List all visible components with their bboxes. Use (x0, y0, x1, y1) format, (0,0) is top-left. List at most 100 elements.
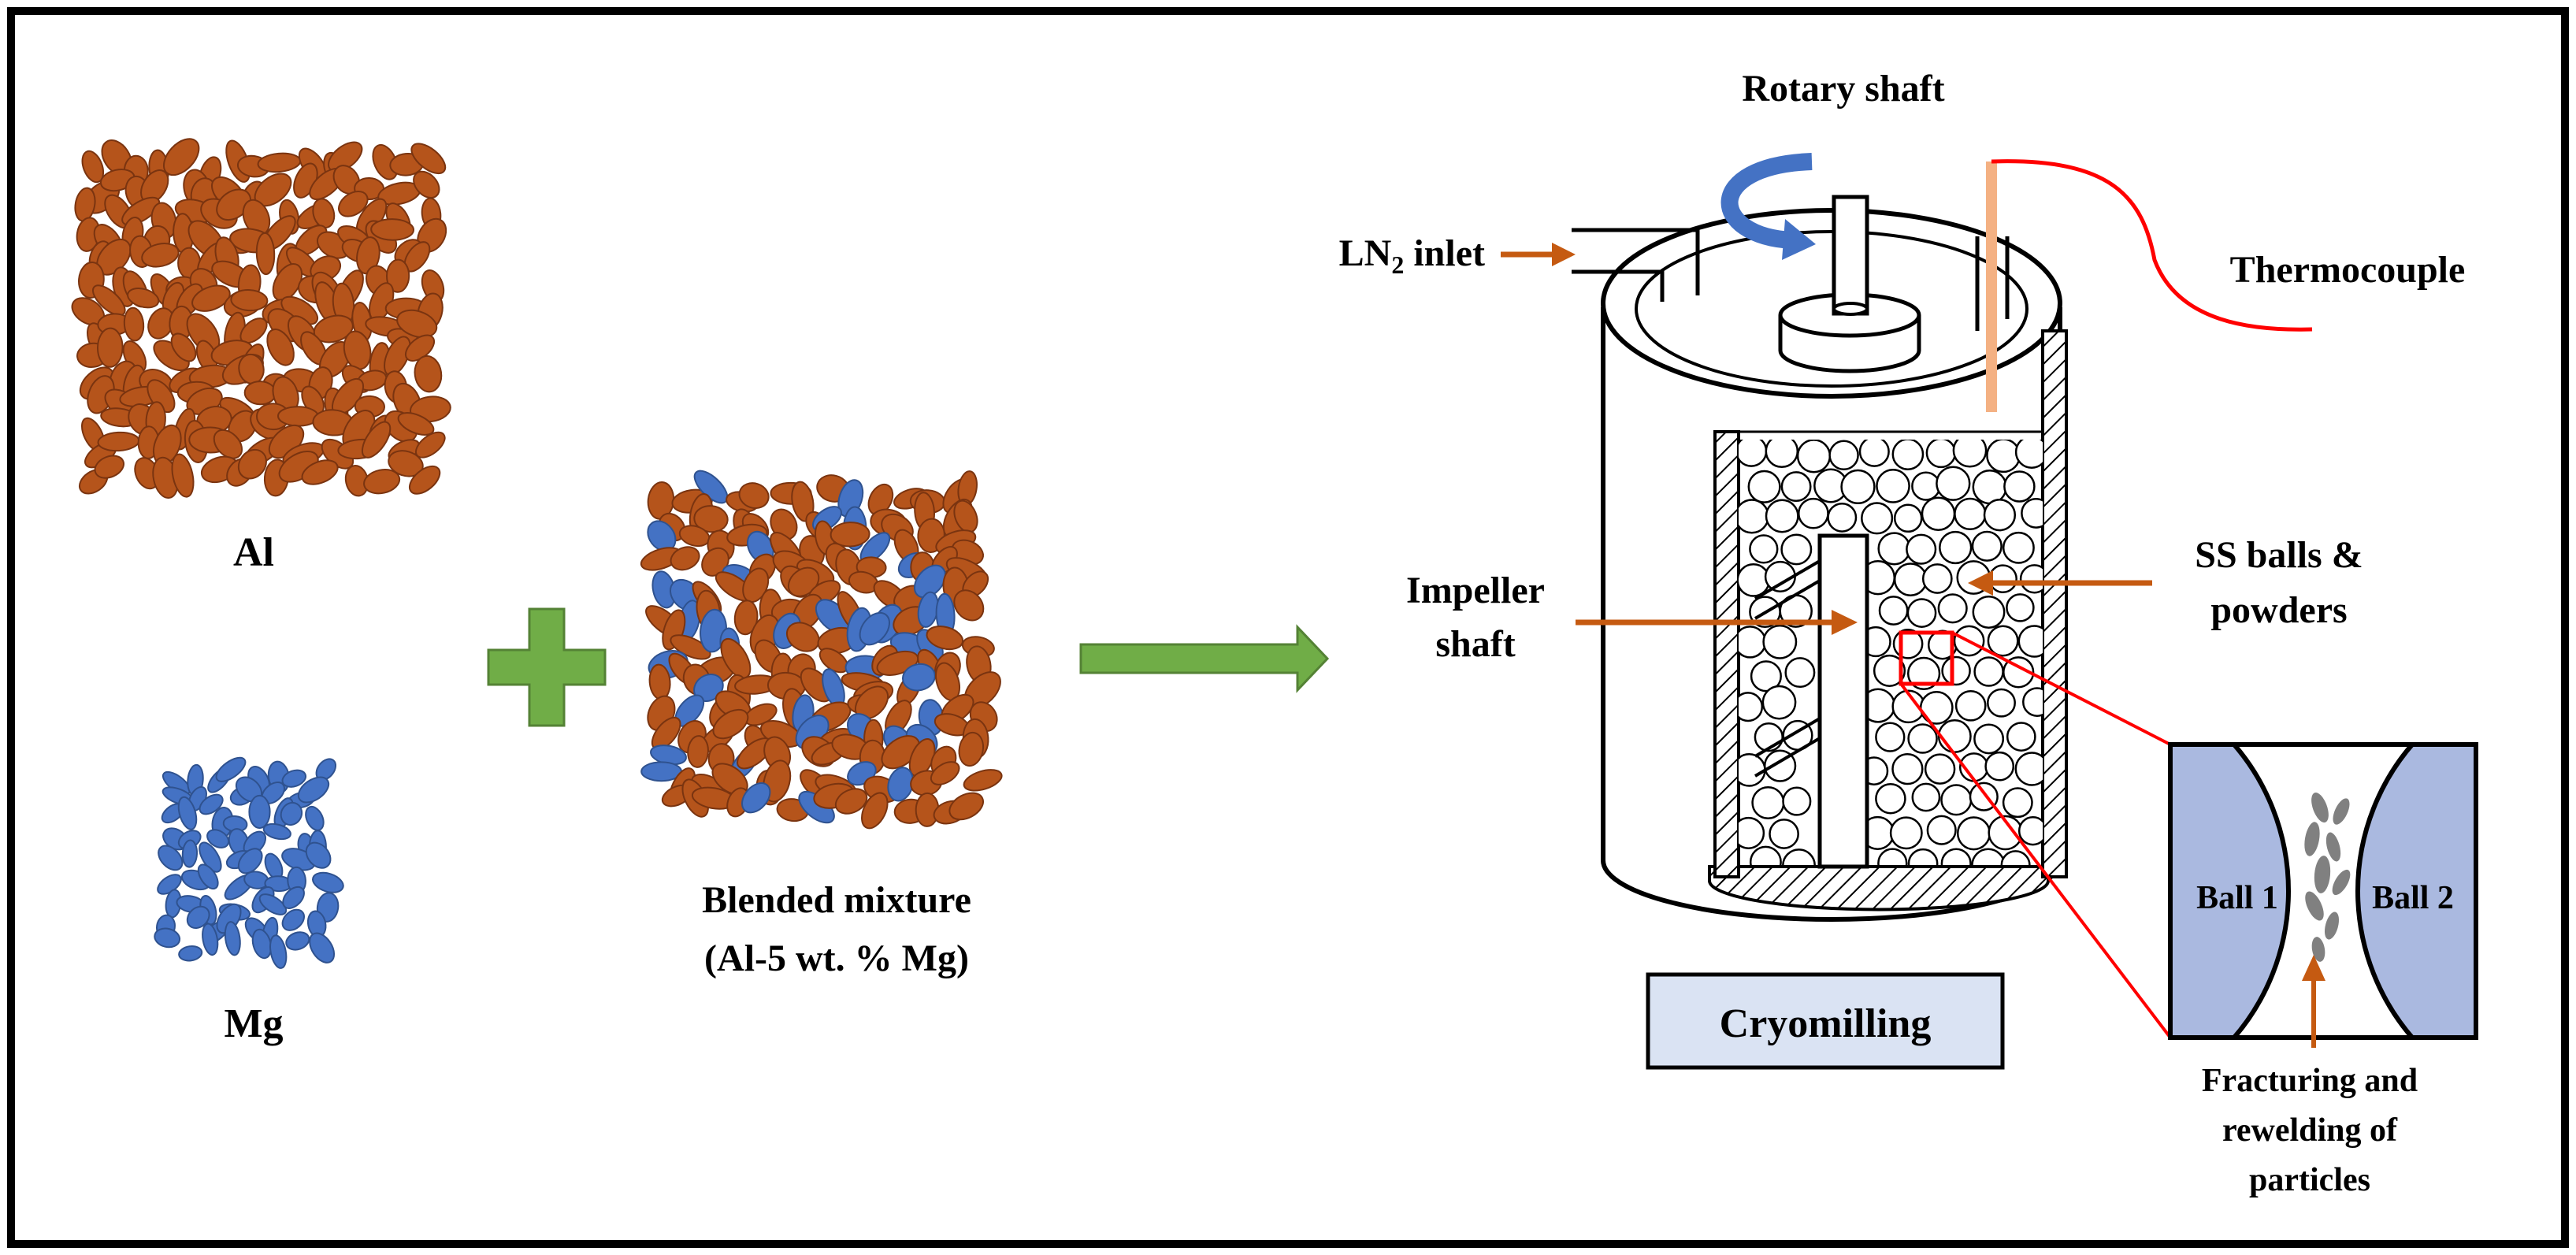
ss-ball (1956, 816, 1991, 851)
mg-particle (269, 934, 288, 969)
ss-ball (1987, 688, 2016, 718)
ss-ball (1873, 654, 1906, 687)
ss-ball (1906, 598, 1937, 628)
ss-ball (1921, 563, 1953, 594)
al-particle (363, 469, 401, 495)
ln2-inlet-label: LN2 inlet (1339, 232, 1485, 279)
al-particle (312, 198, 336, 228)
ss-ball (1907, 848, 1939, 865)
impeller-shaft-arrow (1576, 610, 1858, 635)
al-particle (413, 170, 440, 199)
al-particle (127, 288, 160, 309)
mg-particle (199, 841, 222, 873)
ss-ball (1739, 692, 1764, 722)
ss-ball (1906, 533, 1937, 565)
ss-balls (1739, 440, 2043, 865)
magnified-region-marker (1899, 630, 1954, 686)
ss-ball (1828, 440, 1859, 471)
blended-particle (785, 622, 820, 652)
fracture-label-line1: Fracturing and (2202, 1063, 2418, 1099)
blended-particle (741, 782, 771, 814)
al-particle (396, 309, 438, 338)
blended-particle (834, 788, 868, 815)
mg-particle (215, 756, 247, 782)
ball-2-label: Ball 2 (2372, 880, 2454, 916)
ss-ball (1891, 440, 1925, 470)
impeller-shaft (1754, 533, 1869, 869)
ss-ball (1907, 723, 1938, 754)
ss-ball (1749, 845, 1782, 865)
rotary-shaft (1778, 195, 1921, 373)
ss-ball (1893, 563, 1928, 596)
blended-particle (670, 634, 711, 660)
mg-particle (262, 822, 291, 841)
ss-ball (1924, 753, 1956, 785)
ss-ball (1926, 815, 1957, 845)
impeller-label: Impeller (1406, 570, 1545, 611)
ss-ball (1987, 625, 2019, 657)
mg-particle (202, 923, 219, 956)
ball-1-label: Ball 1 (2196, 880, 2278, 916)
al-particle (94, 455, 125, 479)
al-particle (343, 330, 372, 370)
blended-particle (958, 731, 985, 767)
al-particle (123, 306, 145, 342)
al-particle (96, 327, 124, 368)
al-particle (163, 138, 200, 176)
ss-ball (2003, 470, 2036, 503)
blended-particle (830, 522, 870, 548)
ss-ball (2021, 497, 2043, 529)
ss-ball (2014, 440, 2043, 469)
mg-particle (237, 848, 263, 874)
al-particle (414, 355, 443, 393)
mg-particle (281, 908, 305, 931)
mg-particle (297, 776, 330, 804)
blended-powder-cluster (640, 470, 1003, 830)
mg-particle (177, 796, 198, 830)
mg-powder-cluster (154, 756, 344, 969)
thermocouple (1975, 159, 2313, 412)
mg-particle (178, 945, 203, 962)
ss-ball (1971, 530, 2003, 562)
zoom-line-bottom (1899, 682, 2172, 1039)
al-particle (338, 190, 369, 217)
ss-ball (1954, 689, 1987, 722)
fracture-label-line2: rewelding of (2222, 1112, 2398, 1149)
ss-ball (2002, 787, 2033, 819)
ss-ball (1798, 497, 1829, 529)
blended-particle (733, 600, 759, 636)
mg-particle (305, 805, 325, 831)
ss-ball (1782, 848, 1816, 865)
ss-ball (2017, 625, 2043, 658)
plus-icon (487, 607, 607, 727)
ln2-inlet-pipe (1572, 228, 1700, 302)
al-particle (243, 381, 277, 406)
blended-particle (953, 589, 985, 622)
mg-particle (206, 829, 230, 848)
ss-ball (1750, 660, 1782, 692)
al-particle (92, 284, 126, 317)
mg-particle (248, 794, 271, 830)
ss-ball (1875, 722, 1906, 752)
mg-particle (158, 845, 184, 871)
ss-ball (1937, 719, 1972, 753)
powders-label: powders (2210, 589, 2347, 631)
al-particle (370, 218, 414, 241)
blended-particle (687, 735, 709, 768)
ss-ball (1765, 499, 1799, 533)
ss-ball (1988, 564, 2017, 594)
al-particle (410, 143, 447, 175)
ln2-inlet-arrow (1501, 243, 1576, 266)
al-particle (170, 332, 197, 362)
ss-balls-arrow (1968, 570, 2152, 596)
blended-particle (670, 546, 700, 571)
ss-ball (1941, 655, 1971, 686)
ss-ball (1762, 624, 1798, 659)
ss-ball (1986, 440, 2021, 473)
ss-ball (1919, 691, 1954, 725)
ss-ball (2006, 593, 2035, 622)
al-powder-cluster (71, 138, 451, 499)
cryomilling-badge: Cryomilling (1646, 972, 2005, 1070)
ss-ball (1876, 469, 1910, 503)
